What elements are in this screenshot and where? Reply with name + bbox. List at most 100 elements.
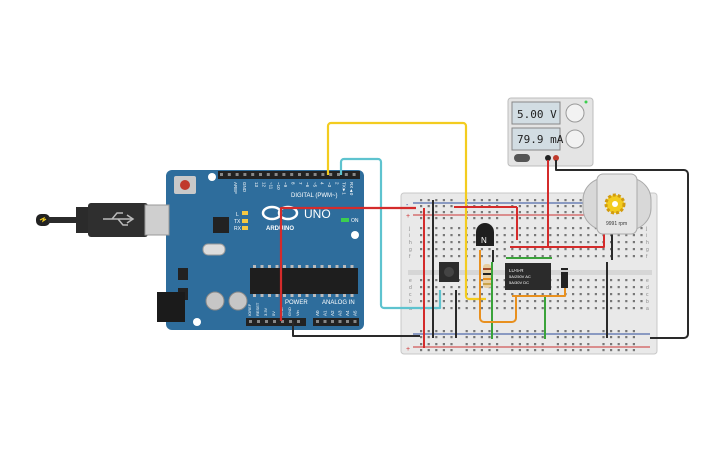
model-label: UNO [304, 207, 331, 221]
voltage-readout: 5.00 V [517, 108, 557, 121]
analog-pin-label: A3 [338, 310, 343, 316]
mounting-hole [351, 231, 359, 239]
black-gnd-wire[interactable] [292, 321, 420, 337]
analog-pin-label: A1 [323, 310, 328, 316]
usb-chip [213, 217, 229, 233]
row-letter: g [646, 247, 649, 253]
pin-label: 7 [298, 182, 303, 185]
pin-label: ~6 [305, 182, 310, 188]
current-knob[interactable] [565, 129, 585, 149]
relay-line2: 5A/250V AC [509, 274, 531, 279]
reset-button-cap[interactable] [180, 180, 190, 190]
tx-led-label: TX [234, 219, 241, 225]
analog-pin-label: A2 [330, 310, 335, 316]
pin-label: 12 [261, 182, 266, 188]
on-label: ON [351, 218, 359, 224]
orange-wire[interactable] [512, 285, 566, 297]
pin-label: TX►1 [342, 182, 347, 195]
negative-terminal[interactable] [545, 155, 551, 161]
pin-label: ~5 [312, 182, 317, 188]
usb-lightning-icon [39, 216, 47, 223]
row-letter: e [409, 278, 412, 284]
supply-negative-wire[interactable] [555, 160, 689, 339]
pin-label: ~9 [283, 182, 288, 188]
capacitor [205, 291, 225, 311]
yellow-wire[interactable] [326, 121, 486, 301]
row-letter: b [409, 299, 412, 305]
aref-label: AREF [233, 182, 238, 194]
analog-pin-label: A5 [353, 310, 358, 316]
usb-symbol-icon [103, 212, 135, 226]
pin-label: 8 [291, 182, 296, 185]
pin-label: 2 [334, 182, 339, 185]
wires[interactable] [279, 121, 689, 348]
row-letter: j [645, 226, 647, 232]
digital-header[interactable] [218, 171, 360, 179]
rail-minus-top: - [406, 202, 409, 209]
orange-wire[interactable] [479, 250, 517, 323]
motor-red-wire[interactable] [510, 232, 605, 248]
rail-plus-bottom: + [406, 346, 410, 353]
row-letter: f [646, 254, 648, 260]
power-led [341, 218, 349, 222]
power-header-label: POWER [285, 300, 308, 306]
gnd-label: GND [242, 182, 247, 193]
pin-label: ~10 [276, 182, 281, 190]
pushbutton[interactable] [439, 262, 459, 282]
power-pin-label: GND [287, 307, 292, 316]
analog-pin-label: A4 [345, 310, 350, 316]
regulator [178, 268, 188, 280]
red-5v-wire[interactable] [279, 206, 416, 321]
power-pin-label: Vin [295, 310, 300, 316]
transistor-label: N [481, 236, 487, 245]
analog-header-label: ANALOG IN [322, 300, 355, 306]
row-letter: a [646, 306, 649, 312]
relay-line3: 5A/30V DC [509, 280, 529, 285]
voltage-display [511, 101, 561, 125]
npn-transistor[interactable]: N [476, 223, 494, 246]
resistor[interactable] [483, 264, 491, 288]
mounting-hole [193, 318, 201, 326]
capacitor [228, 291, 248, 311]
dc-motor[interactable]: 9991 rpm [582, 173, 652, 235]
pin-label: ~3 [327, 182, 332, 188]
relay-line1: LU-5-R [509, 268, 524, 273]
row-letter: e [646, 278, 649, 284]
dc-jack [157, 292, 185, 322]
relay[interactable]: LU-5-R 5A/250V AC 5A/30V DC [505, 263, 551, 290]
row-letter: c [646, 292, 649, 298]
usb-cable[interactable] [36, 203, 170, 237]
row-letter: d [646, 285, 649, 291]
voltage-knob[interactable] [565, 103, 585, 123]
power-supply[interactable]: 5.00 V 79.9 mA [507, 97, 594, 167]
analog-header[interactable] [313, 318, 359, 326]
l-led [242, 211, 248, 215]
row-letter: j [408, 226, 410, 232]
power-pin-label: 3.3V [263, 307, 268, 316]
diode[interactable] [561, 268, 568, 288]
current-display [511, 127, 561, 151]
row-letter: i [409, 233, 410, 239]
row-letter: h [646, 240, 649, 246]
rx-led-label: RX [234, 226, 242, 232]
row-letter: d [409, 285, 412, 291]
positive-terminal[interactable] [553, 155, 559, 161]
digital-header-label: DIGITAL (PWM~) [291, 193, 338, 199]
rx-led [242, 226, 248, 230]
motor-rpm: 9991 rpm [606, 221, 627, 227]
row-letter: g [409, 247, 412, 253]
power-pin-label: IOREF [247, 303, 252, 316]
usb-port [144, 204, 170, 236]
row-letter: h [409, 240, 412, 246]
pin-label: 4 [320, 182, 325, 185]
mounting-hole [208, 173, 216, 181]
row-letter: c [409, 292, 412, 298]
cyan-wire[interactable] [339, 157, 442, 310]
pin-label: ~11 [269, 182, 274, 190]
power-switch[interactable] [514, 154, 530, 162]
l-led-label: L [236, 212, 239, 218]
atmega-chip [250, 268, 358, 294]
